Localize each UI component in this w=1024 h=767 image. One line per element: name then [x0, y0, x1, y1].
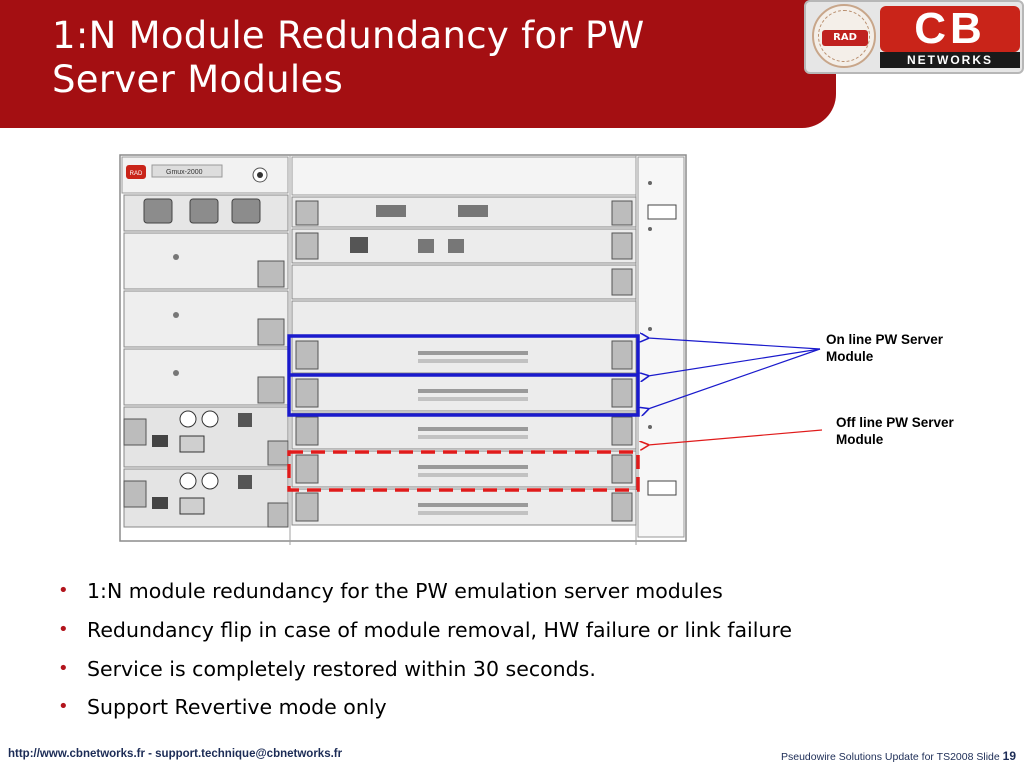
bullet-item: • Support Revertive mode only	[58, 692, 978, 731]
bullet-dot-icon: •	[58, 696, 69, 718]
bullet-dot-icon: •	[58, 618, 69, 640]
online-callout: On line PW Server Module	[826, 331, 943, 365]
slide-title: 1:N Module Redundancy for PW Server Modu…	[52, 14, 772, 102]
bullet-dot-icon: •	[58, 580, 69, 601]
vendor-badge: RAD	[130, 171, 143, 177]
bullet-text: 1:N module redundancy for the PW emulati…	[87, 579, 723, 603]
bullet-text: Redundancy flip in case of module remova…	[87, 617, 793, 642]
bullet-dot-icon: •	[58, 657, 69, 679]
cb-mark	[880, 6, 1020, 52]
rad-badge: RAD	[822, 30, 868, 46]
title-banner: 1:N Module Redundancy for PW Server Modu…	[0, 0, 836, 128]
offline-callout-line-1: Off line PW Server	[836, 415, 954, 430]
bullet-item: • 1:N module redundancy for the PW emulat…	[58, 576, 978, 615]
title-line-2: Server Modules	[52, 58, 344, 101]
power-inlets	[123, 194, 289, 232]
footer-deck-title: Pseudowire Solutions Update for TS2008	[781, 751, 974, 763]
offline-highlight-box	[287, 450, 640, 492]
footer-contact: http://www.cbnetworks.fr - support.techn…	[8, 748, 343, 760]
gmux-chassis-diagram: RAD Gmux-2000	[119, 154, 687, 545]
footer-slide-info: Pseudowire Solutions Update for TS2008 S…	[781, 749, 1016, 763]
seal-ring	[818, 10, 870, 62]
authorized-distributor-seal: RAD	[812, 4, 876, 68]
fan-panel	[637, 156, 685, 538]
bullet-text: Service is completely restored within 30…	[87, 656, 596, 681]
cb-networks-logo: RAD CB NETWORKS	[804, 0, 1024, 74]
cb-letters: CB	[914, 4, 986, 53]
offline-callout: Off line PW Server Module	[836, 414, 954, 448]
online-callout-line-2: Module	[826, 349, 874, 364]
online-callout-line-1: On line PW Server	[826, 332, 944, 347]
footer-slide-number: 19	[1002, 749, 1016, 763]
bullet-list: • 1:N module redundancy for the PW emulat…	[58, 576, 978, 731]
right-slot-column	[291, 156, 637, 526]
left-slot-column	[123, 232, 289, 528]
networks-bar: NETWORKS	[880, 52, 1020, 68]
chassis-label: Gmux-2000	[166, 169, 203, 176]
bullet-item: • Service is completely restored within 3…	[58, 654, 978, 693]
offline-callout-line-2: Module	[836, 432, 884, 447]
bullet-item: • Redundancy flip in case of module remov…	[58, 615, 978, 654]
footer-slide-label: Slide	[976, 751, 1000, 763]
bullet-text: Support Revertive mode only	[87, 695, 387, 720]
title-line-1: 1:N Module Redundancy for PW	[52, 14, 645, 57]
